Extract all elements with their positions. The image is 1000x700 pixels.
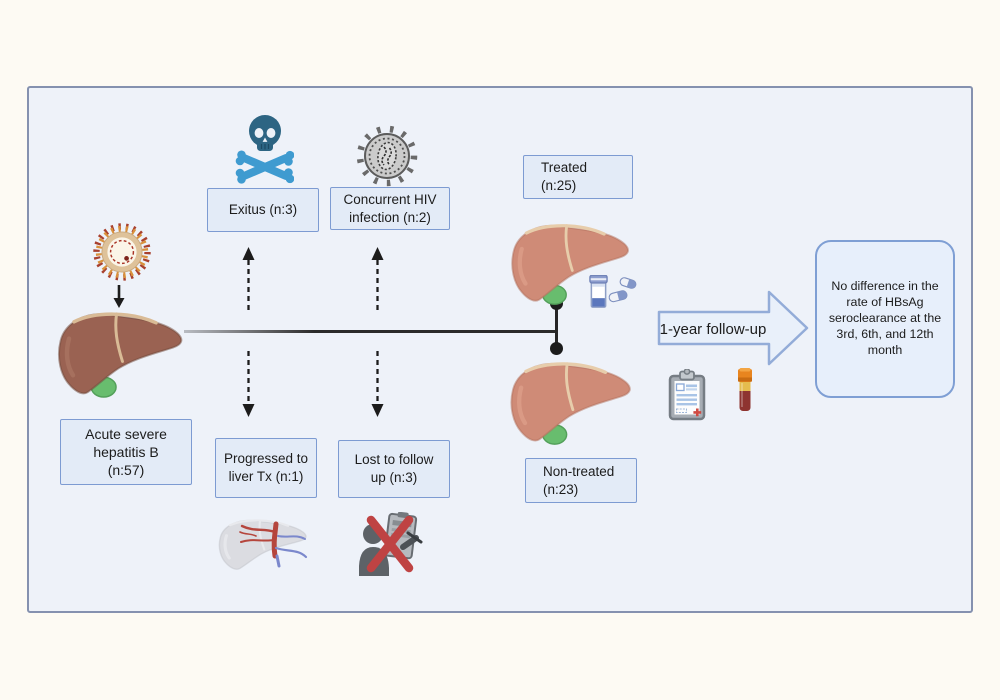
hiv-virus-icon: [356, 125, 418, 187]
progressed-label-box: Progressed to liver Tx (n:1): [215, 438, 317, 498]
transplant-liver-icon: [217, 518, 308, 574]
non-treated-liver-icon: [505, 357, 635, 447]
follow-up-arrow: [657, 290, 809, 366]
pill-bottle-icon: [589, 275, 608, 308]
skull-crossbones-icon: [235, 115, 294, 184]
clipboard-icon: [668, 369, 706, 421]
dashed-arrow-down-lost: [371, 351, 384, 417]
non-treated-label-box: Non-treated (n:23): [525, 458, 637, 503]
lost-label-box: Lost to follow up (n:3): [338, 440, 450, 498]
blood-tube-icon: [738, 368, 752, 411]
branch-line: [555, 303, 558, 350]
diseased-liver-icon: [54, 307, 185, 400]
hbv-virus-icon: [93, 223, 151, 281]
dashed-arrow-up-exitus: [242, 247, 255, 311]
timeline-line: [184, 330, 557, 333]
lost-to-follow-up-patient-icon: [359, 512, 423, 576]
hiv-label-box: Concurrent HIV infection (n:2): [330, 187, 450, 230]
exitus-label-box: Exitus (n:3): [207, 188, 319, 232]
capsules-icon: [608, 277, 637, 303]
acute-hepatitis-label-box: Acute severe hepatitis B (n:57): [60, 419, 192, 485]
dashed-arrow-up-hiv: [371, 247, 384, 311]
dashed-arrow-down-transplant: [242, 351, 255, 417]
treated-label-box: Treated (n:25): [523, 155, 633, 199]
follow-up-arrow-label: 1-year follow-up: [659, 320, 767, 338]
result-box: No difference in the rate of HBsAg seroc…: [815, 240, 955, 398]
virus-to-liver-arrow: [113, 285, 125, 308]
branch-dot-bottom: [550, 342, 563, 355]
